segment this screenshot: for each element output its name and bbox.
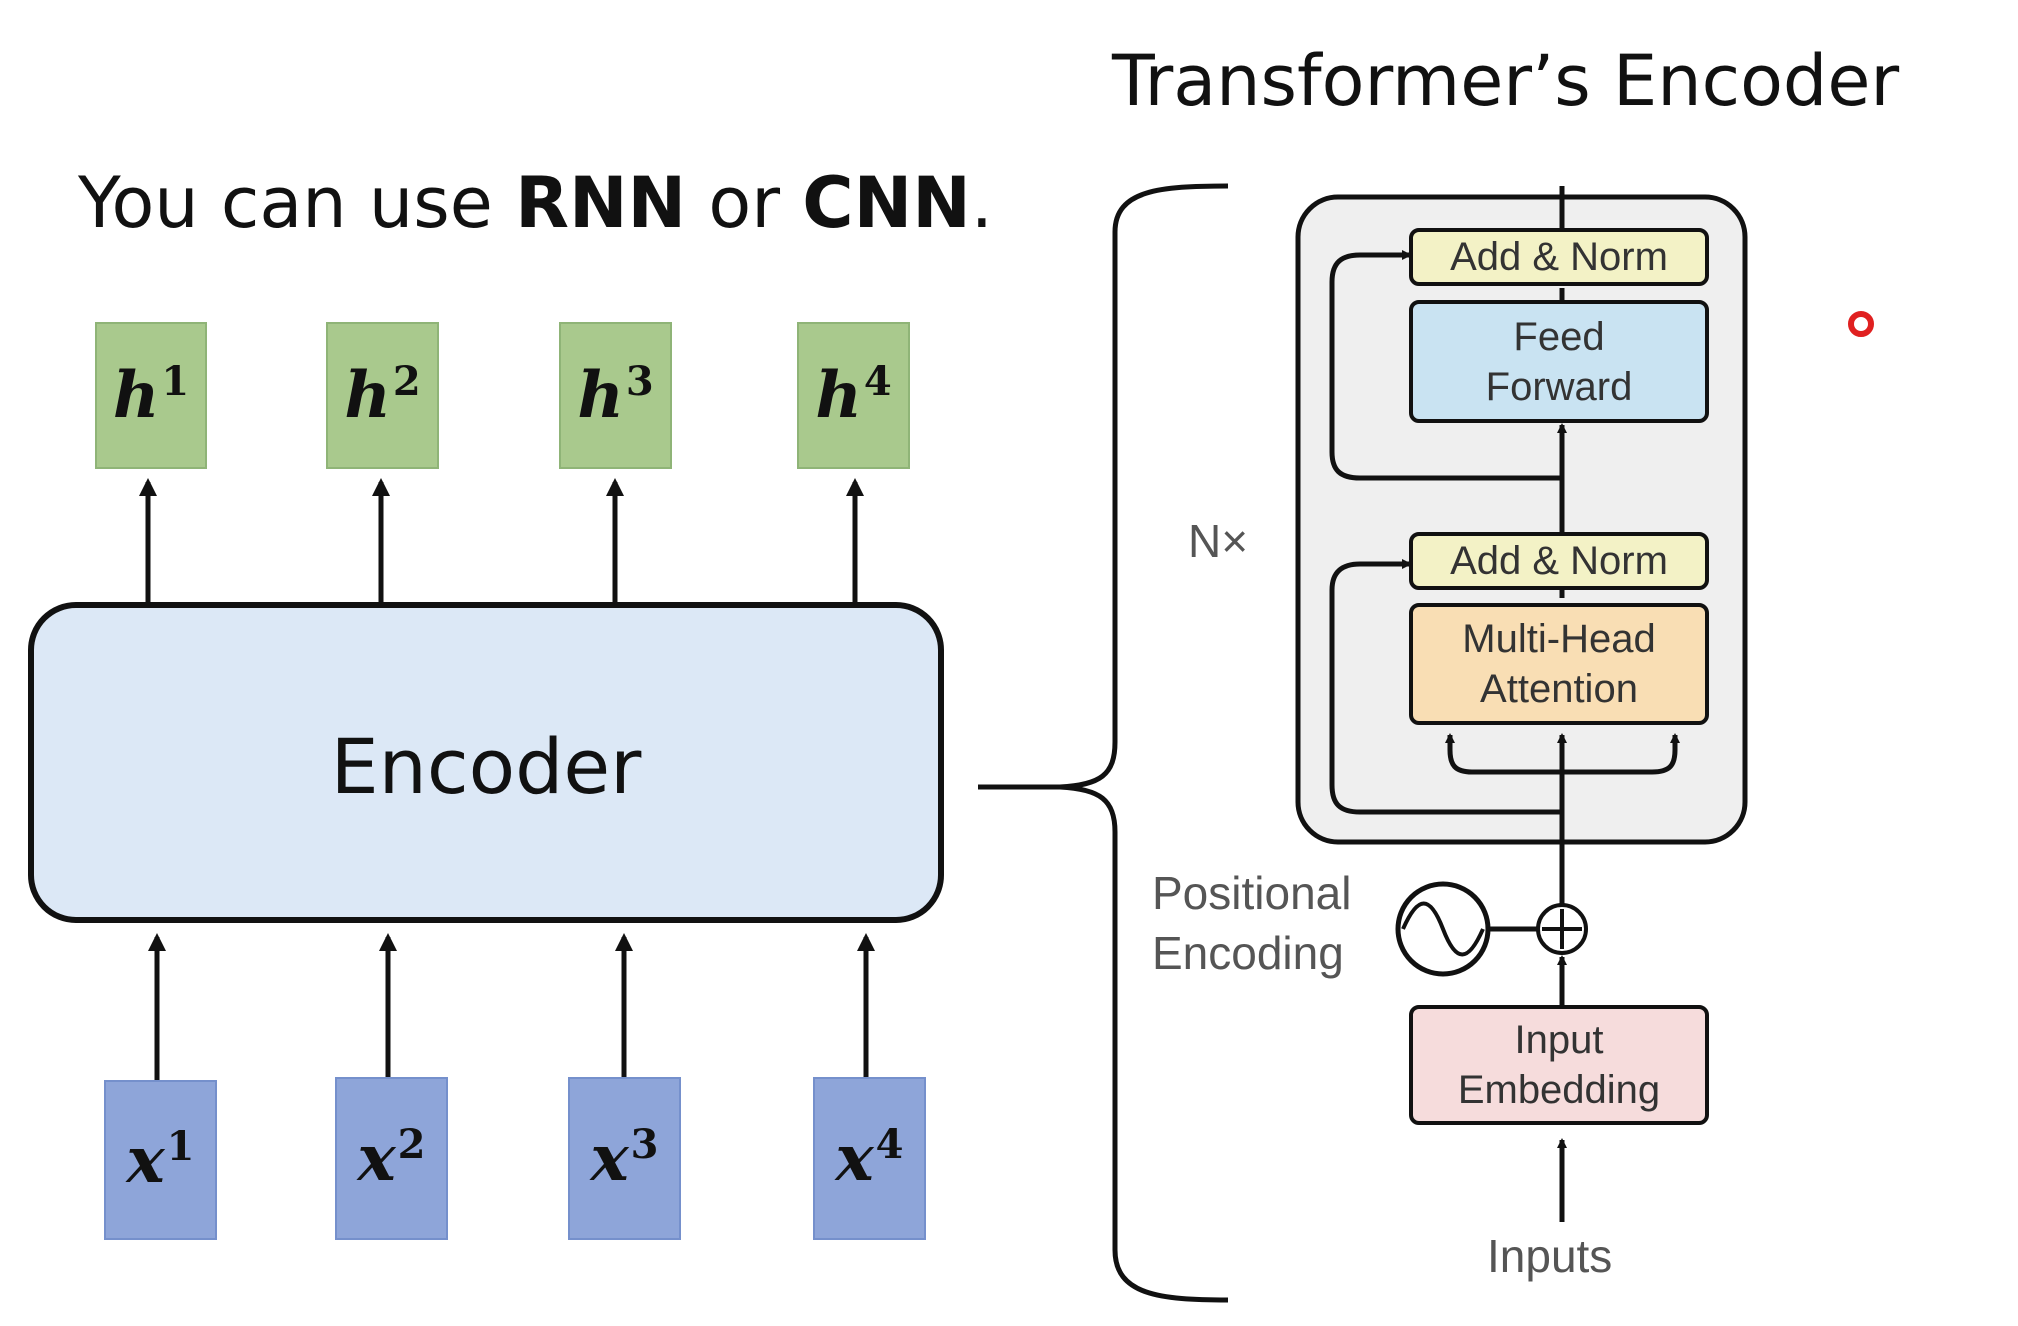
input-x3-base: x <box>590 1121 629 1196</box>
add-norm-top: Add & Norm <box>1409 228 1709 286</box>
encoder-box <box>28 602 944 923</box>
sine-wave-icon <box>1401 901 1485 957</box>
feed-forward: Feed Forward <box>1409 300 1709 423</box>
input-embedding: Input Embedding <box>1409 1005 1709 1125</box>
input-x4-base: x <box>835 1121 874 1196</box>
output-h3-base: h <box>577 358 624 433</box>
pointer-dot <box>1848 311 1874 337</box>
output-h1-sup: 1 <box>161 358 190 405</box>
input-x1-sup: 1 <box>166 1122 195 1170</box>
encoder-label: Encoder <box>330 722 642 811</box>
multi-head-attention: Multi-Head Attention <box>1409 603 1709 725</box>
output-h1-base: h <box>112 358 160 433</box>
transformer-block <box>1295 194 1748 845</box>
output-h4-base: h <box>815 358 862 433</box>
inputs-label: Inputs <box>1487 1230 1613 1282</box>
transformer-title: Transformer’s Encoder <box>1112 40 1900 122</box>
add-norm-bottom: Add & Norm <box>1409 532 1709 590</box>
input-x2-base: x <box>357 1121 396 1196</box>
heading-suffix: . <box>970 162 994 244</box>
page-heading: You can use RNN or CNN. <box>78 162 993 244</box>
nx-label: N× <box>1188 515 1249 567</box>
heading-prefix: You can use <box>78 162 516 244</box>
input-x1-base: x <box>126 1122 165 1198</box>
output-h3-sup: 3 <box>625 358 654 405</box>
residual-bottom <box>1329 559 1562 815</box>
positional-encoding-line1: Positional <box>1152 867 1352 919</box>
output-h2-base: h <box>344 358 391 433</box>
output-h4-sup: 4 <box>863 358 892 405</box>
positional-encoding-line2: Encoding <box>1152 926 1344 979</box>
heading-rnn: RNN <box>515 162 687 244</box>
positional-encoding-label: Positional Encoding <box>1152 864 1351 984</box>
attention-fan <box>1447 737 1678 775</box>
heading-middle: or <box>686 162 803 244</box>
residual-top <box>1329 250 1562 481</box>
curly-brace <box>978 183 1229 1303</box>
input-x4-sup: 4 <box>875 1121 904 1168</box>
heading-cnn: CNN <box>802 162 971 244</box>
input-x2-sup: 2 <box>397 1121 426 1168</box>
input-x3-sup: 3 <box>630 1121 659 1168</box>
output-h2-sup: 2 <box>392 358 421 405</box>
